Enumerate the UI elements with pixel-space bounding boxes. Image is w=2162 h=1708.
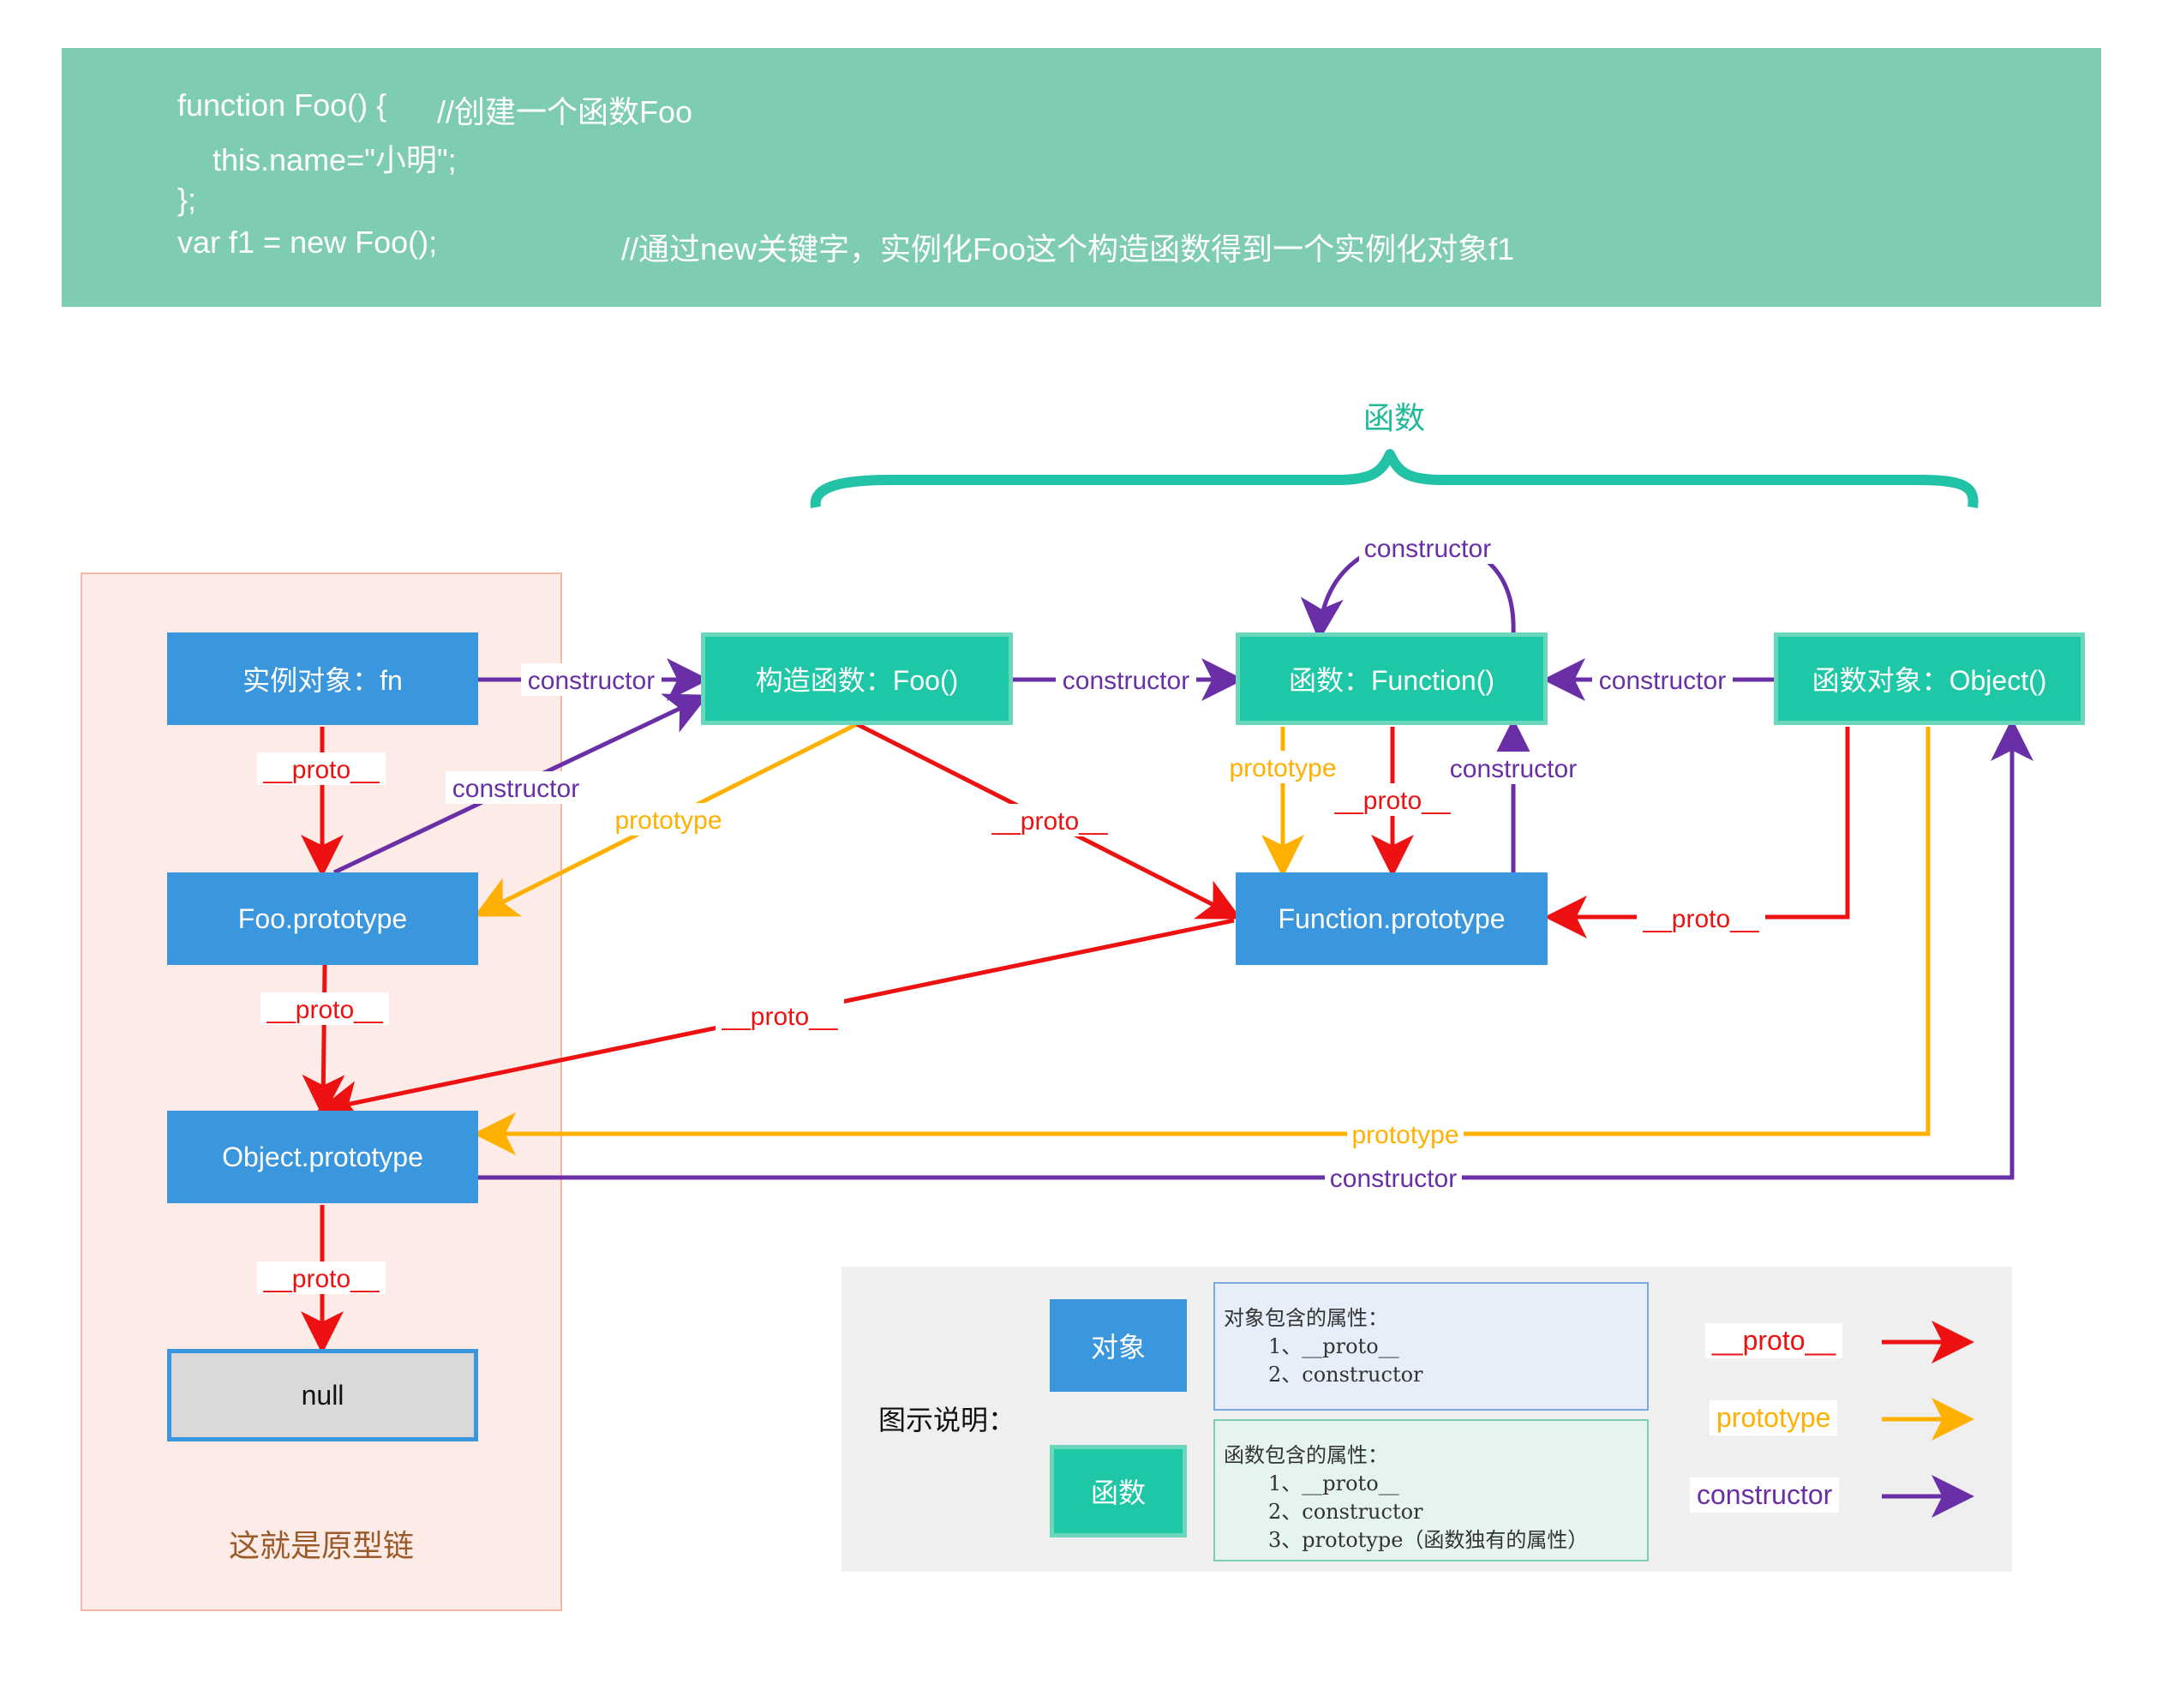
legend-key-prototype: prototype: [1710, 1400, 1838, 1435]
node-null: null: [167, 1349, 478, 1441]
label-prototype-3: prototype: [1351, 1121, 1458, 1149]
legend-object-swatch: 对象: [1050, 1299, 1187, 1392]
node-function: 函数：Function(): [1236, 632, 1548, 725]
edge-object-to-funcproto-proto: [1544, 727, 1850, 938]
legend-function-prop-3: 3、prototype（函数独有的属性）: [1268, 1528, 1589, 1552]
label-constructor-5: constructor: [452, 775, 579, 803]
label-prototype-2: prototype: [1229, 754, 1336, 782]
node-instance-object: 实例对象：fn: [167, 632, 478, 725]
edge-fooproto-to-objproto-proto: [302, 964, 345, 1118]
legend-title: 图示说明：: [878, 1404, 1016, 1436]
code-line-3: };: [177, 182, 197, 217]
code-comment-4: //通过new关键字，实例化Foo这个构造函数得到一个实例化对象f1: [621, 231, 1515, 267]
node-object-function: 函数对象：Object(): [1774, 632, 2085, 725]
legend-key-proto: __proto__: [1705, 1323, 1843, 1358]
edge-object-to-objproto-prototype: [473, 727, 1931, 1155]
function-group-brace: [810, 449, 1979, 508]
label-constructor-3: constructor: [1599, 667, 1726, 695]
node-foo-prototype: Foo.prototype: [167, 872, 478, 965]
label-prototype-1: prototype: [614, 806, 722, 835]
edge-objproto-to-object-constructor: [478, 718, 2033, 1180]
legend-function-prop-1: 1、__proto__: [1268, 1471, 1399, 1495]
label-proto-7: __proto__: [721, 1003, 838, 1031]
legend-function-props: 函数包含的属性： 1、__proto__ 2、constructor 3、pro…: [1213, 1419, 1649, 1561]
code-line-1: function Foo() {: [177, 87, 387, 123]
brace-label: 函数: [1363, 400, 1425, 435]
legend-object-prop-2: 2、constructor: [1268, 1363, 1423, 1387]
legend-function-prop-2: 2、constructor: [1268, 1500, 1423, 1524]
node-function-prototype: Function.prototype: [1236, 872, 1548, 965]
label-proto-2: __proto__: [266, 996, 383, 1024]
label-constructor-2: constructor: [1063, 667, 1189, 695]
legend-key-constructor: constructor: [1690, 1477, 1840, 1513]
code-line-4: var f1 = new Foo();: [177, 225, 438, 260]
legend-object-prop-1: 1、__proto__: [1268, 1334, 1399, 1358]
label-proto-6: __proto__: [1642, 905, 1759, 933]
chain-caption: 这就是原型链: [228, 1529, 414, 1564]
node-foo-constructor: 构造函数：Foo(): [701, 632, 1013, 725]
legend-function-props-title: 函数包含的属性：: [1224, 1443, 1388, 1467]
label-constructor-7: constructor: [1330, 1165, 1457, 1193]
label-proto-3: __proto__: [262, 1265, 380, 1293]
label-constructor-6: constructor: [1450, 755, 1577, 783]
label-proto-5: __proto__: [1333, 787, 1451, 815]
code-panel: [62, 48, 2101, 307]
code-line-2: this.name="小明";: [213, 142, 457, 177]
code-comment-1: //创建一个函数Foo: [437, 94, 693, 129]
label-constructor-4: constructor: [1364, 535, 1491, 563]
legend-object-props: 对象包含的属性： 1、__proto__ 2、constructor: [1213, 1282, 1649, 1411]
legend-object-props-title: 对象包含的属性：: [1224, 1306, 1388, 1330]
label-proto-4: __proto__: [991, 807, 1108, 836]
label-proto-1: __proto__: [262, 756, 380, 784]
legend-function-swatch: 函数: [1050, 1445, 1187, 1537]
node-object-prototype: Object.prototype: [167, 1111, 478, 1203]
label-constructor-1: constructor: [528, 667, 655, 695]
